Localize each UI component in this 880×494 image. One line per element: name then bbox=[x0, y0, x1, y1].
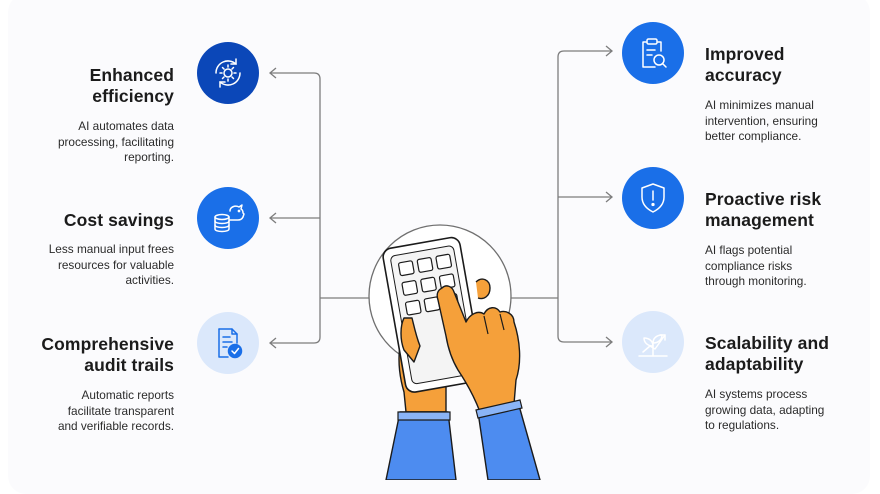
feature-description: AI automates data processing, facilitati… bbox=[58, 119, 174, 166]
desc-line: Less manual input frees bbox=[48, 242, 174, 256]
desc-line: AI automates data bbox=[78, 119, 174, 133]
title-line: Scalability and bbox=[705, 333, 830, 353]
arrowhead-audit bbox=[268, 337, 277, 349]
feature-description: AI flags potential compliance risks thro… bbox=[705, 243, 821, 290]
title-line: Proactive risk bbox=[705, 189, 822, 209]
desc-line: and verifiable records. bbox=[57, 419, 174, 434]
feature-description: Automatic reports facilitate transparent… bbox=[41, 388, 174, 435]
feature-improved-accuracy: Improved accuracy AI minimizes manual in… bbox=[705, 44, 818, 145]
desc-line: AI flags potential bbox=[705, 243, 793, 257]
desc-line: facilitate transparent bbox=[67, 403, 174, 418]
desc-line: resources for valuable bbox=[57, 257, 174, 272]
desc-line: AI systems process bbox=[705, 387, 808, 401]
feature-audit-trails: Comprehensive audit trails Automatic rep… bbox=[41, 334, 174, 435]
gear-cycle-icon bbox=[197, 42, 259, 104]
hand-tapping-tablet-illustration bbox=[368, 224, 541, 480]
arrowhead-cost bbox=[268, 212, 277, 224]
arrowhead-scalability bbox=[605, 336, 614, 348]
desc-line: better compliance. bbox=[705, 129, 802, 144]
desc-line: processing, facilitating bbox=[57, 134, 174, 149]
desc-line: AI minimizes manual bbox=[705, 98, 814, 112]
title-line: management bbox=[705, 210, 814, 230]
desc-line: growing data, adapting bbox=[705, 402, 825, 417]
desc-line: Automatic reports bbox=[81, 388, 174, 402]
document-check-icon bbox=[197, 312, 259, 374]
title-line: audit trails bbox=[84, 355, 174, 375]
shield-alert-icon bbox=[622, 167, 684, 229]
feature-title: Enhanced efficiency bbox=[58, 65, 174, 107]
arrowhead-efficiency bbox=[268, 67, 277, 79]
feature-proactive-risk: Proactive risk management AI flags poten… bbox=[705, 189, 821, 290]
desc-line: activities. bbox=[125, 273, 174, 288]
desc-line: reporting. bbox=[124, 150, 174, 165]
desc-line: intervention, ensuring bbox=[705, 113, 818, 128]
infographic: Enhanced efficiency AI automates data pr… bbox=[41, 22, 829, 480]
title-line: Improved bbox=[705, 44, 785, 64]
feature-title: Improved accuracy bbox=[705, 44, 818, 86]
feature-scalability: Scalability and adaptability AI systems … bbox=[705, 333, 829, 434]
feature-description: AI systems process growing data, adaptin… bbox=[705, 387, 829, 434]
feature-title: Cost savings bbox=[49, 210, 174, 231]
feature-description: AI minimizes manual intervention, ensuri… bbox=[705, 98, 818, 145]
desc-line: compliance risks bbox=[705, 258, 793, 273]
growth-plant-icon bbox=[622, 311, 684, 373]
feature-title: Comprehensive audit trails bbox=[41, 334, 174, 376]
title-line: Enhanced bbox=[89, 65, 174, 85]
title-line: Cost savings bbox=[63, 210, 174, 230]
feature-enhanced-efficiency: Enhanced efficiency AI automates data pr… bbox=[58, 65, 174, 166]
title-line: accuracy bbox=[705, 65, 782, 85]
title-line: Comprehensive bbox=[41, 334, 174, 354]
title-line: efficiency bbox=[92, 86, 174, 106]
clipboard-search-icon bbox=[622, 22, 684, 84]
arrowhead-accuracy bbox=[605, 45, 614, 57]
desc-line: to regulations. bbox=[705, 418, 780, 433]
piggy-bank-coins-icon bbox=[197, 187, 259, 249]
arrowhead-risk bbox=[605, 191, 614, 203]
desc-line: through monitoring. bbox=[705, 274, 807, 289]
title-line: adaptability bbox=[705, 354, 804, 374]
feature-title: Proactive risk management bbox=[705, 189, 821, 231]
feature-cost-savings: Cost savings Less manual input frees res… bbox=[49, 210, 174, 289]
feature-title: Scalability and adaptability bbox=[705, 333, 829, 375]
connector-lines bbox=[268, 45, 614, 349]
left-connector-bracket bbox=[270, 72, 321, 344]
feature-description: Less manual input frees resources for va… bbox=[49, 242, 174, 289]
